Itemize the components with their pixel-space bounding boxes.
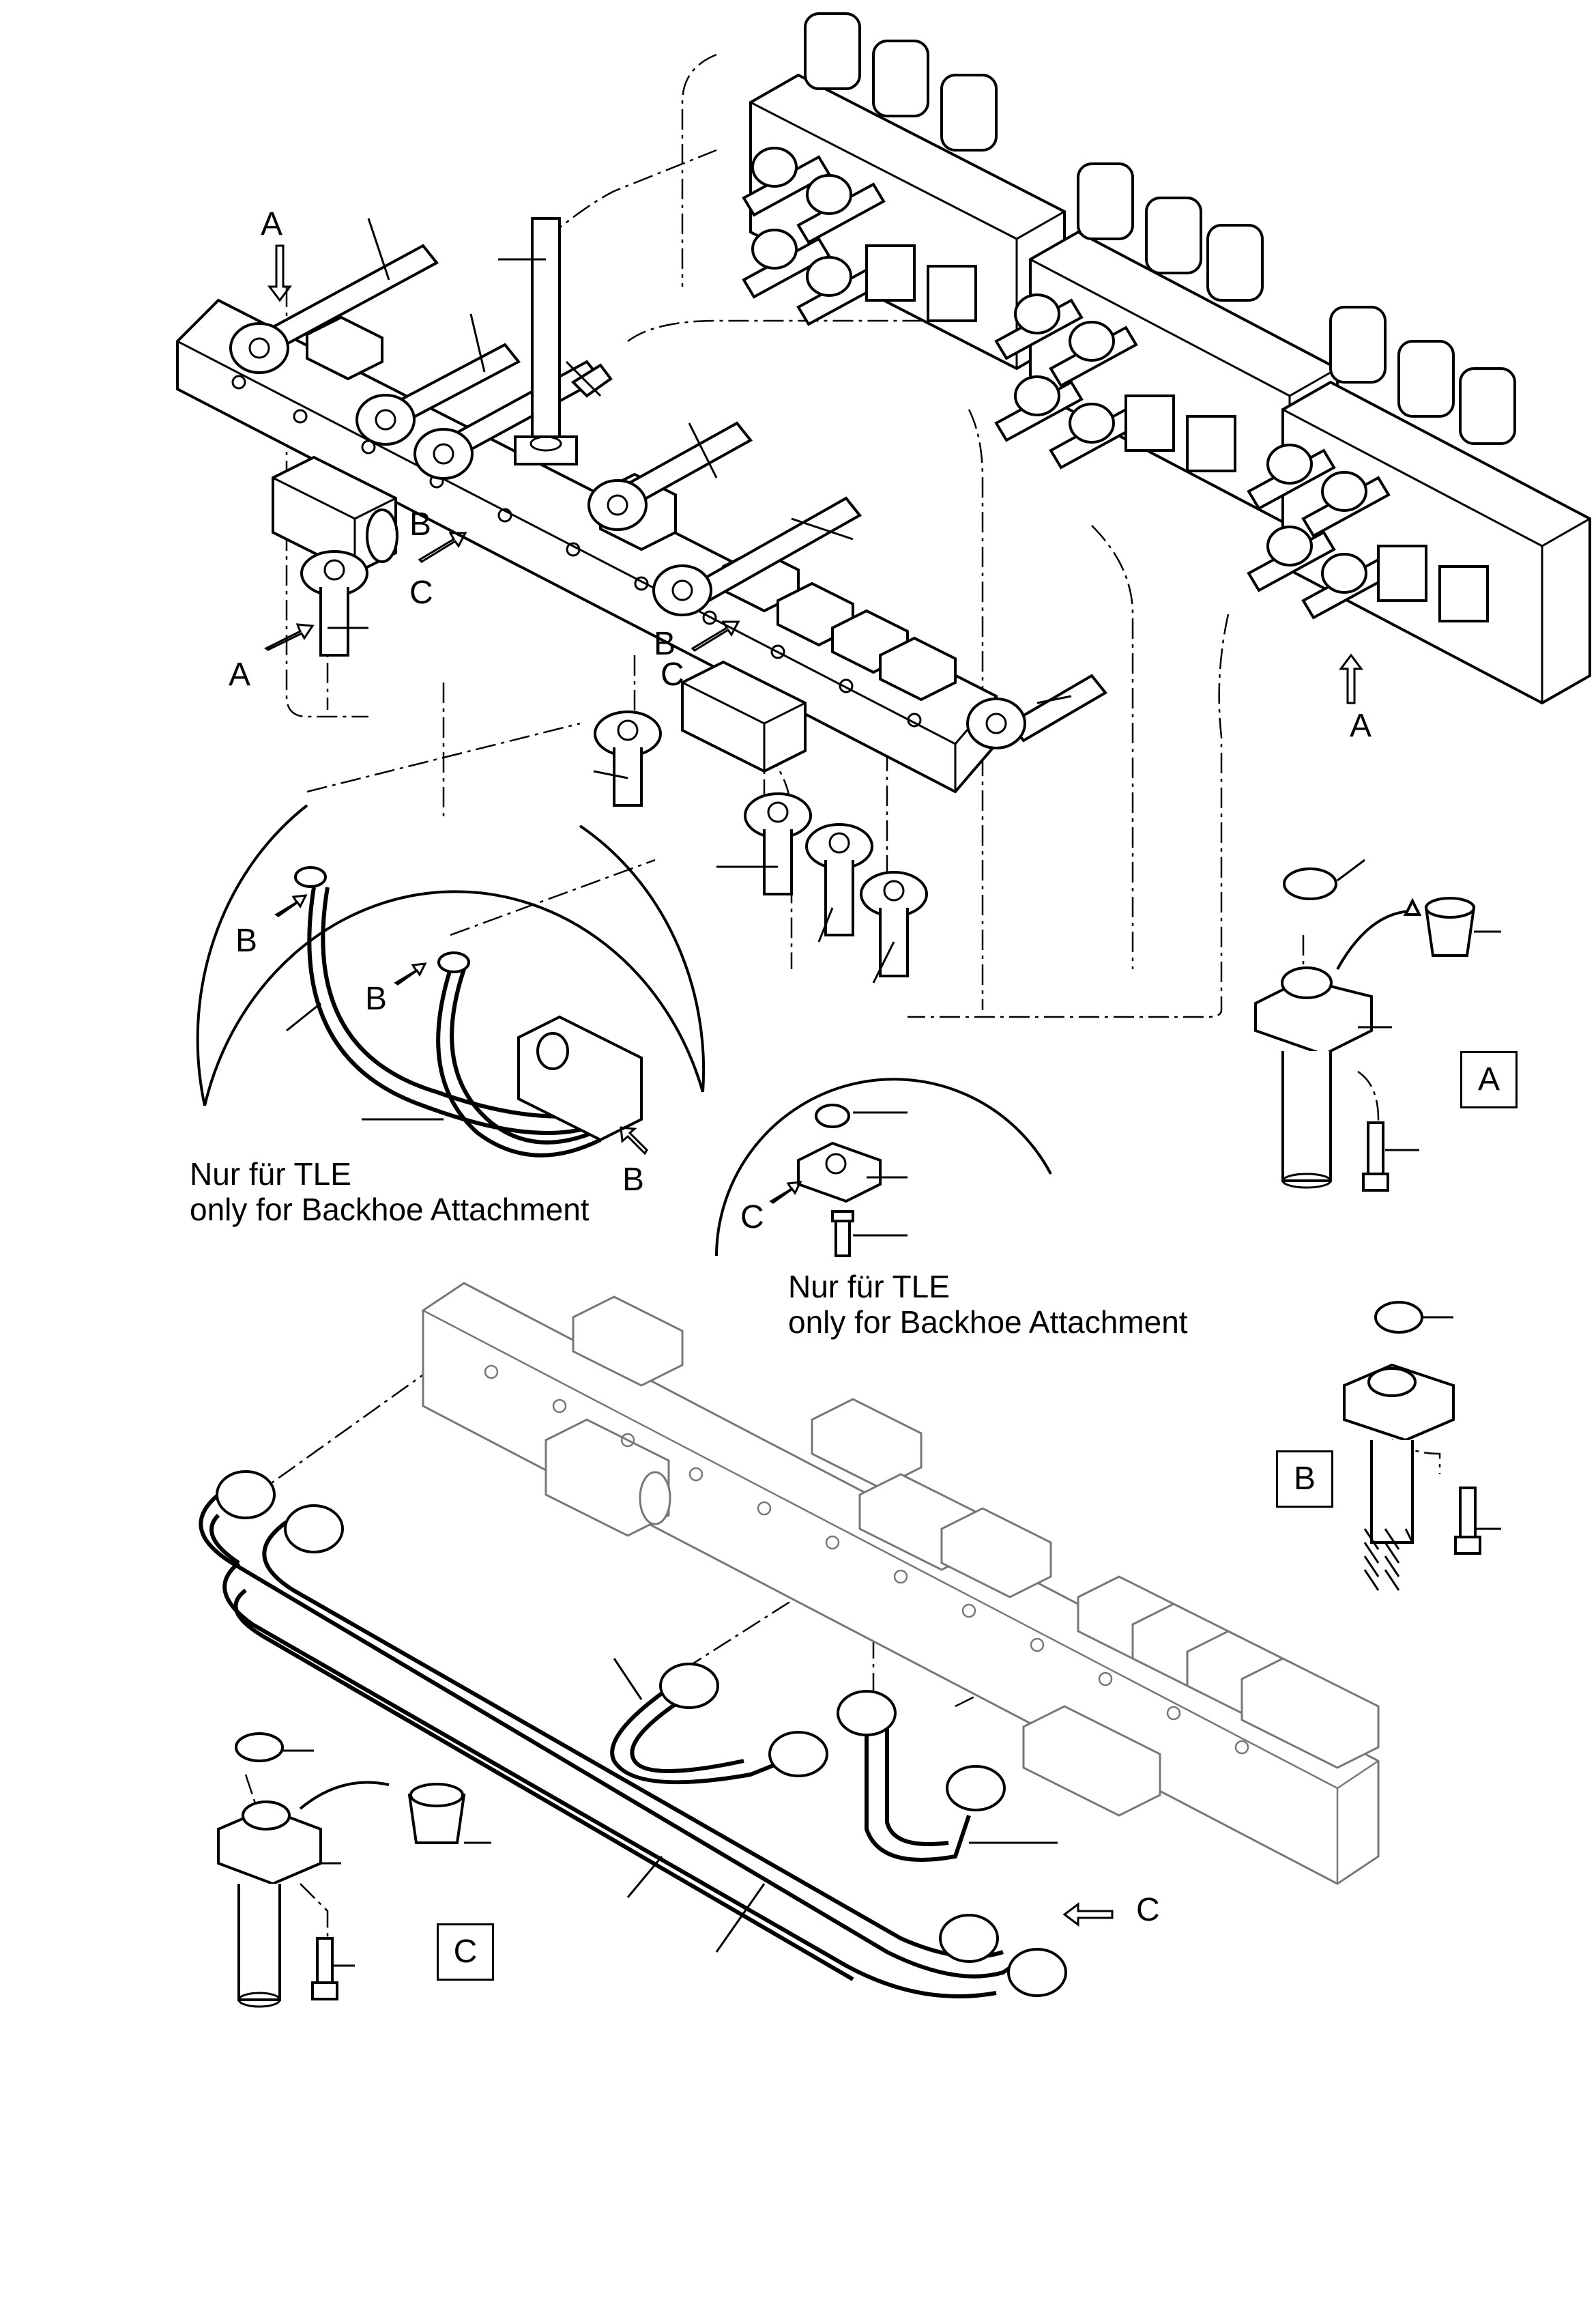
detail-box-c: C — [437, 1923, 494, 1981]
control-valve-section-1 — [742, 12, 1066, 371]
label-c-mid: C — [661, 657, 684, 693]
label-a-top: A — [261, 206, 283, 242]
valve-block-right — [681, 660, 807, 773]
control-valve-section-3 — [1247, 306, 1591, 705]
upper-flanges — [229, 322, 1026, 749]
label-b-hose-1: B — [235, 923, 258, 959]
left-detail-circle — [196, 804, 706, 1158]
label-b-mid: B — [654, 626, 676, 662]
center-detail-circle — [715, 1078, 1052, 1257]
label-c-lower: C — [1136, 1892, 1160, 1928]
label-b-upper: B — [409, 506, 432, 543]
label-c-detail-circle: C — [740, 1199, 764, 1235]
label-c-upper: C — [409, 575, 433, 611]
label-a-right: A — [1350, 708, 1372, 744]
detail-box-a: A — [1460, 1051, 1518, 1108]
lower-bent-pipes — [199, 1470, 1067, 1998]
label-b-hose-2: B — [365, 981, 388, 1017]
detail-b-parts — [1343, 1301, 1481, 1591]
label-a-left: A — [229, 657, 251, 693]
lower-manifold-bar — [422, 1282, 1380, 1885]
detail-a-parts — [1254, 867, 1476, 1192]
leader-lines — [283, 218, 1501, 1967]
label-b-hose-3: B — [622, 1162, 645, 1198]
detail-box-b: B — [1276, 1450, 1333, 1508]
note-center-en: only for Backhoe Attachment — [788, 1304, 1188, 1340]
small-u-pipes — [610, 1663, 1006, 1862]
upper-pipes — [257, 217, 1108, 743]
direction-arrows — [264, 244, 1363, 1927]
note-left-en: only for Backhoe Attachment — [190, 1192, 590, 1227]
pressure-valve-block — [272, 455, 398, 575]
note-left-de: Nur für TLE — [190, 1156, 351, 1192]
note-center-de: Nur für TLE — [788, 1269, 950, 1304]
control-valve-section-2 — [994, 162, 1339, 528]
